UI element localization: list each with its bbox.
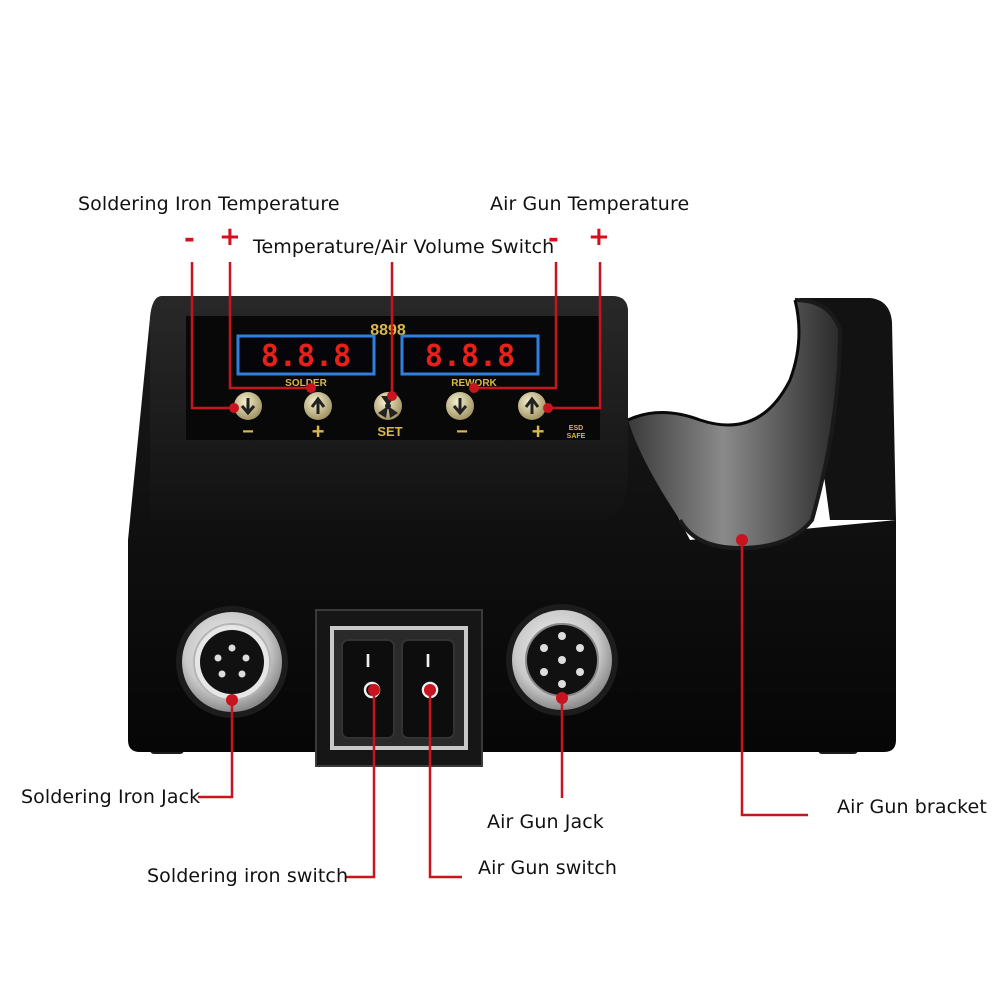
- rework-minus-button[interactable]: [446, 392, 474, 420]
- label-temperature-air-volume-switch: Temperature/Air Volume Switch: [253, 236, 555, 258]
- soldering-iron-switch-mark: I: [365, 651, 370, 671]
- rework-plus-label: +: [532, 419, 545, 444]
- rework-display: [400, 334, 540, 376]
- callout-dots: [226, 383, 748, 706]
- label-air-gun-bracket: Air Gun bracket: [837, 796, 987, 818]
- solder-plus-button[interactable]: [304, 392, 332, 420]
- solder-minus-label: −: [242, 421, 254, 443]
- rework-display-digits: 8.8.8: [425, 339, 515, 374]
- label-soldering-iron-jack: Soldering Iron Jack: [21, 786, 201, 808]
- label-solder-plus-sign: +: [219, 222, 241, 252]
- soldering-iron-jack: [176, 606, 288, 718]
- callout-lines: [190, 262, 808, 879]
- callout-air-gun-switch: [428, 690, 462, 879]
- callout-rework-minus: [474, 262, 558, 390]
- label-solder-minus-sign: -: [184, 224, 195, 254]
- label-air-gun-jack: Air Gun Jack: [487, 811, 604, 833]
- switch-housing: [315, 609, 483, 767]
- rework-plus-button[interactable]: [518, 392, 546, 420]
- callout-solder-plus: [228, 262, 311, 390]
- air-gun-jack: [506, 604, 618, 716]
- esd-label-line1: ESD: [569, 425, 583, 432]
- callout-solder-minus: [190, 262, 234, 410]
- soldering-iron-switch[interactable]: I: [341, 639, 395, 739]
- solder-display: [236, 334, 376, 376]
- label-air-gun-switch: Air Gun switch: [478, 857, 618, 879]
- esd-label-line2: SAFE: [567, 433, 586, 440]
- solder-label: SOLDER: [285, 378, 327, 389]
- solder-display-digits: 8.8.8: [261, 339, 351, 374]
- label-rework-minus-sign: -: [548, 224, 559, 254]
- air-gun-switch-mark: I: [425, 651, 430, 671]
- air-gun-cradle: [627, 298, 843, 551]
- label-soldering-iron-temperature: Soldering Iron Temperature: [78, 193, 340, 215]
- set-label: SET: [377, 424, 402, 439]
- rework-minus-label: −: [456, 421, 468, 443]
- solder-minus-button[interactable]: [234, 392, 262, 420]
- callout-air-gun-bracket: [740, 540, 808, 817]
- label-rework-plus-sign: +: [588, 222, 610, 252]
- callout-soldering-iron-switch: [346, 690, 376, 879]
- model-number: 8898: [370, 322, 406, 339]
- callout-rework-plus: [548, 262, 602, 410]
- label-air-gun-temperature: Air Gun Temperature: [490, 193, 690, 215]
- label-soldering-iron-switch: Soldering iron switch: [147, 865, 349, 887]
- callout-soldering-iron-jack: [198, 700, 234, 799]
- solder-plus-label: +: [312, 419, 325, 444]
